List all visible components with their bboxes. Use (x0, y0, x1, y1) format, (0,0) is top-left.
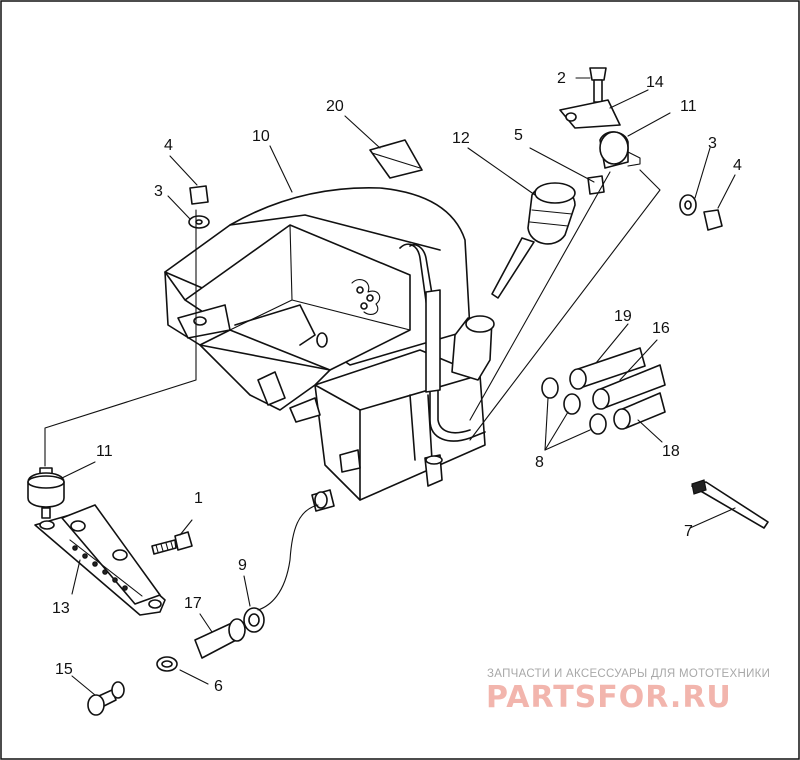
callout-20: 20 (326, 98, 344, 115)
footrest-bracket (34, 504, 166, 616)
washer-nut-right (679, 194, 723, 231)
callout-6: 6 (214, 678, 223, 695)
callout-13: 13 (52, 600, 70, 617)
decal-20 (369, 139, 423, 179)
callout-9: 9 (238, 557, 247, 574)
callout-11-right: 11 (680, 98, 697, 115)
callout-7: 7 (684, 523, 693, 540)
routing-line (257, 504, 319, 611)
callout-11-left: 11 (96, 443, 113, 460)
callout-17: 17 (184, 595, 202, 612)
callout-3-left: 3 (154, 183, 163, 200)
clamp-9 (243, 607, 265, 633)
dipstick-cap (491, 182, 576, 299)
left-damper (27, 467, 65, 519)
callout-18: 18 (662, 443, 680, 460)
leader-lines (44, 77, 736, 696)
plug-15 (87, 681, 125, 716)
clamp-6 (156, 656, 178, 672)
callout-1: 1 (194, 490, 203, 507)
callout-15: 15 (55, 661, 73, 678)
filler-neck (451, 315, 495, 381)
callout-10: 10 (252, 128, 270, 145)
vent-hose (399, 243, 486, 461)
callout-12: 12 (452, 130, 470, 147)
watermark-logo: PARTSFOR.RU (486, 680, 732, 715)
callout-19: 19 (614, 308, 632, 325)
cable-tie (691, 479, 769, 529)
callout-2: 2 (557, 70, 566, 87)
callout-8: 8 (535, 454, 544, 471)
callout-4-left: 4 (164, 137, 173, 154)
callout-3-right: 3 (708, 135, 717, 152)
hose-set (541, 347, 666, 435)
callout-16: 16 (652, 320, 670, 337)
callout-5: 5 (514, 127, 523, 144)
tank-fittings (311, 449, 443, 512)
watermark-tagline: ЗАПЧАСТИ И АКСЕССУАРЫ ДЛЯ МОТОТЕХНИКИ (487, 668, 770, 680)
watermark: ЗАПЧАСТИ И АКСЕССУАРЫ ДЛЯ МОТОТЕХНИКИ PA… (486, 668, 770, 715)
hose-17 (194, 618, 246, 659)
top-bracket (559, 67, 641, 195)
callout-4-right: 4 (733, 157, 742, 174)
callout-14: 14 (646, 74, 664, 91)
bolt-1 (151, 531, 193, 555)
washer-nut-left (188, 185, 210, 229)
callout-labels: 1 2 3 3 4 4 5 6 7 8 9 10 11 11 12 13 14 … (52, 70, 742, 695)
